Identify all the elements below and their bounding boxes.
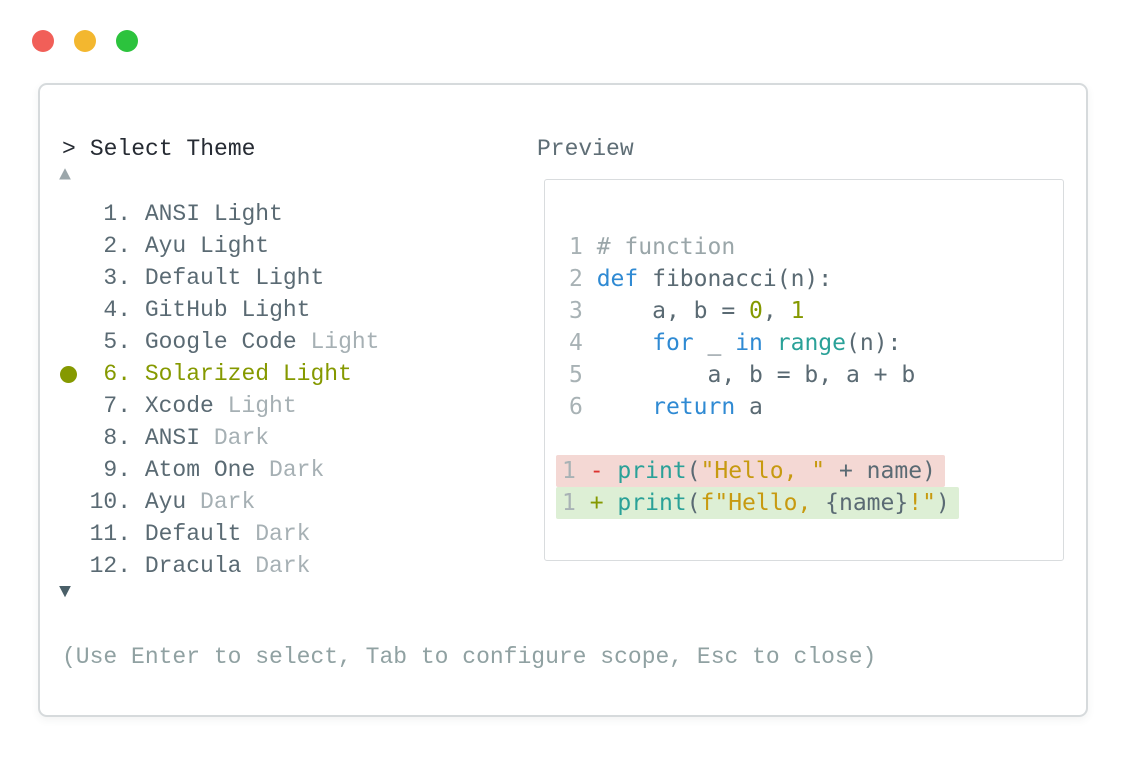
theme-variant: Light (186, 233, 270, 259)
theme-option[interactable]: 1. ANSI Light (62, 198, 379, 230)
theme-variant: Light (241, 265, 325, 291)
code-line: 5 a, b = b, a + b (569, 362, 916, 388)
theme-picker-panel: > Select Theme Preview ▲ 1. ANSI Light 2.… (38, 83, 1088, 717)
theme-number: 2. (62, 233, 145, 259)
theme-name: ANSI (144, 201, 201, 227)
theme-option[interactable]: 3. Default Light (62, 262, 379, 294)
theme-option[interactable]: 2. Ayu Light (62, 230, 379, 262)
line-number: 4 (569, 330, 597, 356)
scroll-up-icon[interactable]: ▲ (59, 164, 72, 187)
theme-number: 1. (62, 201, 145, 227)
theme-option[interactable]: 4. GitHub Light (62, 294, 379, 326)
theme-list: 1. ANSI Light 2. Ayu Light 3. Default Li… (60, 198, 379, 582)
theme-number: 6. (62, 361, 145, 387)
theme-number: 10. (62, 489, 145, 515)
selected-indicator-icon (60, 366, 77, 383)
theme-option[interactable]: 8. ANSI Dark (62, 422, 379, 454)
theme-variant: Light (227, 297, 311, 323)
picker-title: Select Theme (89, 136, 256, 162)
line-number: 5 (569, 362, 597, 388)
minimize-button[interactable] (74, 30, 96, 52)
line-number: 6 (569, 394, 597, 420)
theme-option[interactable]: 9. Atom One Dark (62, 454, 379, 486)
theme-name: Ayu (144, 489, 187, 515)
theme-option[interactable]: 5. Google Code Light (62, 326, 379, 358)
theme-variant: Dark (186, 489, 256, 515)
line-number: 1 (562, 458, 590, 484)
theme-name: Atom One (144, 457, 256, 483)
theme-name: Dracula (144, 553, 242, 579)
code-preview: 1 # function 2 def fibonacci(n): 3 a, b = … (544, 179, 1064, 561)
theme-name: Google Code (144, 329, 297, 355)
code-line: 1 # function (569, 234, 736, 260)
theme-variant: Light (296, 329, 380, 355)
theme-option[interactable]: 12. Dracula Dark (62, 550, 379, 582)
theme-number: 3. (62, 265, 145, 291)
line-number: 1 (569, 234, 597, 260)
theme-variant: Light (269, 361, 352, 387)
diff-added-line: 1 + print(f"Hello, {name}!") (556, 487, 1063, 519)
line-number: 2 (569, 266, 597, 292)
theme-number: 11. (62, 521, 145, 547)
theme-name: Default (144, 521, 242, 547)
theme-number: 8. (62, 425, 145, 451)
code-line: 4 for _ in range(n): (569, 330, 902, 356)
close-button[interactable] (32, 30, 54, 52)
theme-name: ANSI (144, 425, 201, 451)
theme-name: Default (144, 265, 242, 291)
code-line: 3 a, b = 0, 1 (569, 298, 805, 324)
scroll-down-icon[interactable]: ▼ (59, 581, 72, 604)
code-block: 1 # function 2 def fibonacci(n): 3 a, b = … (545, 180, 1063, 519)
theme-variant: Light (200, 201, 283, 227)
picker-heading: > Select Theme (62, 136, 255, 162)
blank-line (556, 423, 1063, 455)
theme-variant: Dark (241, 553, 311, 579)
theme-variant: Light (213, 393, 297, 419)
line-number: 1 (562, 490, 590, 516)
theme-name: Solarized (144, 361, 270, 387)
theme-variant: Dark (241, 521, 311, 547)
window-controls (32, 30, 138, 52)
help-text: (Use Enter to select, Tab to configure s… (62, 644, 877, 670)
diff-removed-line: 1 - print("Hello, " + name) (556, 455, 1063, 487)
theme-number: 5. (62, 329, 145, 355)
code-line: 6 return a (569, 394, 763, 420)
theme-name: GitHub (144, 297, 228, 323)
theme-variant: Dark (200, 425, 270, 451)
theme-number: 7. (62, 393, 145, 419)
theme-option[interactable]: 11. Default Dark (62, 518, 379, 550)
prompt-icon: > (62, 136, 76, 162)
theme-option[interactable]: 7. Xcode Light (62, 390, 379, 422)
theme-number: 12. (62, 553, 145, 579)
theme-name: Xcode (144, 393, 214, 419)
zoom-button[interactable] (116, 30, 138, 52)
preview-label: Preview (537, 136, 634, 162)
theme-option[interactable]: 6. Solarized Light (60, 358, 379, 390)
theme-number: 4. (62, 297, 145, 323)
code-line: 2 def fibonacci(n): (569, 266, 833, 292)
theme-name: Ayu (144, 233, 187, 259)
line-number: 3 (569, 298, 597, 324)
theme-variant: Dark (255, 457, 325, 483)
theme-number: 9. (62, 457, 145, 483)
theme-option[interactable]: 10. Ayu Dark (62, 486, 379, 518)
